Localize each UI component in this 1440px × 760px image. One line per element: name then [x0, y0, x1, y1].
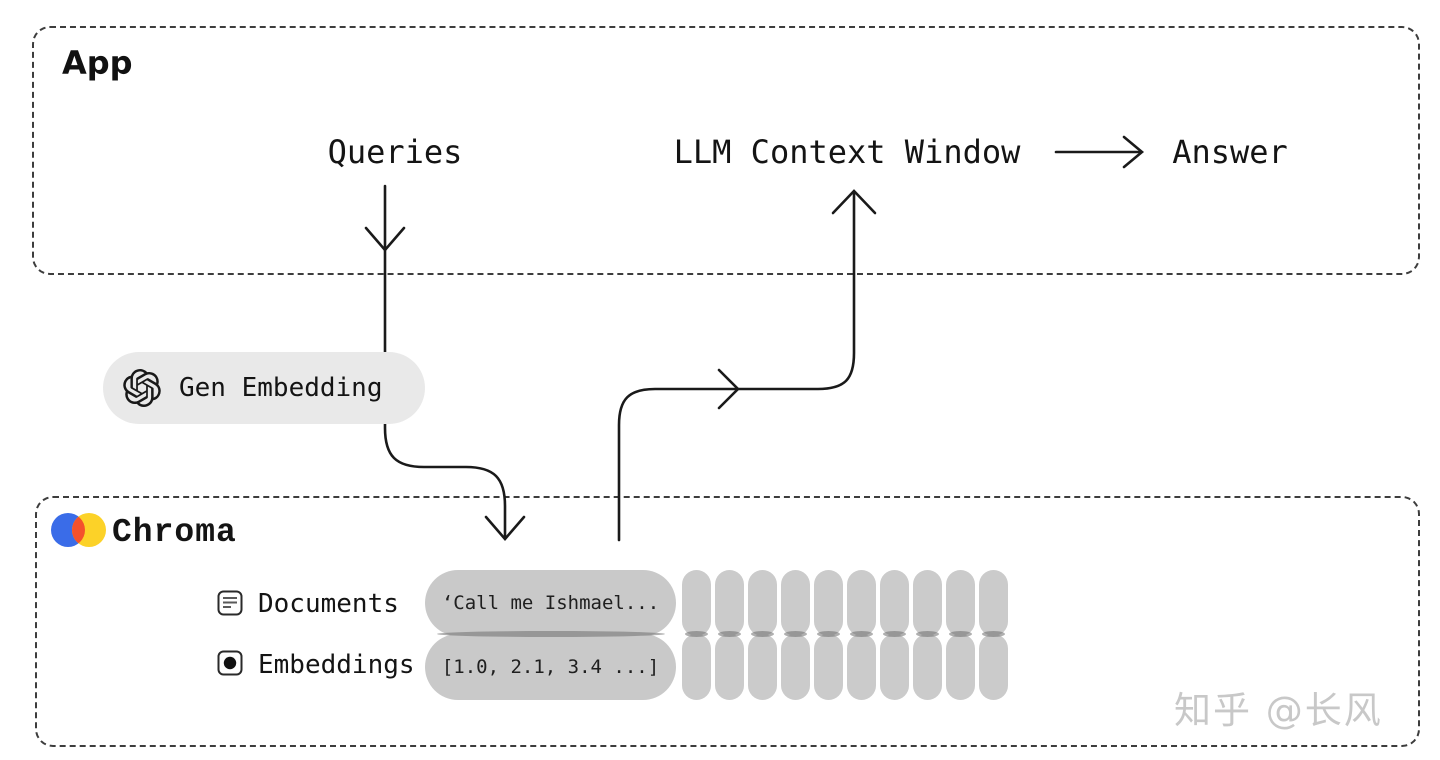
- pill-seam: [982, 631, 1005, 637]
- vector-pill-column: [682, 570, 711, 700]
- embeddings-label: Embeddings: [258, 650, 415, 680]
- vector-pill-column: [913, 570, 942, 700]
- vector-pill: [814, 570, 843, 636]
- pill-seam: [949, 631, 972, 637]
- vector-pill: [781, 634, 810, 700]
- vector-pill: [880, 634, 909, 700]
- vector-pill: [880, 570, 909, 636]
- vector-pill-column: [748, 570, 777, 700]
- vector-pill-column: [946, 570, 975, 700]
- vector-pill: [814, 634, 843, 700]
- document-value-pill: ‘Call me Ishmael...: [425, 570, 676, 636]
- watermark: 知乎 @长风: [1174, 689, 1383, 732]
- pill-seam: [883, 631, 906, 637]
- pill-seam: [916, 631, 939, 637]
- pill-seam: [685, 631, 708, 637]
- vector-pill: [781, 570, 810, 636]
- openai-logo-icon: [123, 369, 161, 407]
- vector-pill: [847, 634, 876, 700]
- vector-pill: [682, 570, 711, 636]
- vector-pill: [748, 570, 777, 636]
- vector-pill-column: [979, 570, 1008, 700]
- pill-seam: [784, 631, 807, 637]
- documents-label: Documents: [258, 589, 399, 619]
- vector-pill-column: [814, 570, 843, 700]
- vector-pill-column: [880, 570, 909, 700]
- vector-pill: [946, 634, 975, 700]
- pill-seam: [751, 631, 774, 637]
- gen-embedding-pill: Gen Embedding: [103, 352, 425, 424]
- chroma-arrowhead-mid: [717, 368, 740, 410]
- gen-embedding-label: Gen Embedding: [179, 373, 383, 403]
- app-box-title: App: [62, 44, 133, 82]
- queries-label: Queries: [327, 133, 463, 171]
- vector-pill-grid: [682, 570, 1008, 700]
- vector-pill: [913, 570, 942, 636]
- answer-label: Answer: [1172, 133, 1288, 171]
- vector-pill-column: [781, 570, 810, 700]
- documents-icon: [217, 590, 243, 616]
- embedding-value-pill: [1.0, 2.1, 3.4 ...]: [425, 634, 676, 700]
- vector-pill: [946, 570, 975, 636]
- vector-pill: [847, 570, 876, 636]
- chroma-logo-icon: [51, 513, 106, 547]
- llm-context-window-label: LLM Context Window: [673, 133, 1021, 171]
- vector-pill: [979, 570, 1008, 636]
- pill-seam: [437, 631, 665, 637]
- pill-seam: [718, 631, 741, 637]
- vector-pill: [715, 634, 744, 700]
- vector-pill: [748, 634, 777, 700]
- vector-pill-column: [847, 570, 876, 700]
- pill-seam: [850, 631, 873, 637]
- vector-pill: [715, 570, 744, 636]
- vector-pill: [682, 634, 711, 700]
- chroma-box-title: Chroma: [112, 514, 237, 551]
- pill-seam: [817, 631, 840, 637]
- vector-pill: [979, 634, 1008, 700]
- vector-pill-column: [715, 570, 744, 700]
- embeddings-icon: [217, 650, 243, 676]
- vector-pill: [913, 634, 942, 700]
